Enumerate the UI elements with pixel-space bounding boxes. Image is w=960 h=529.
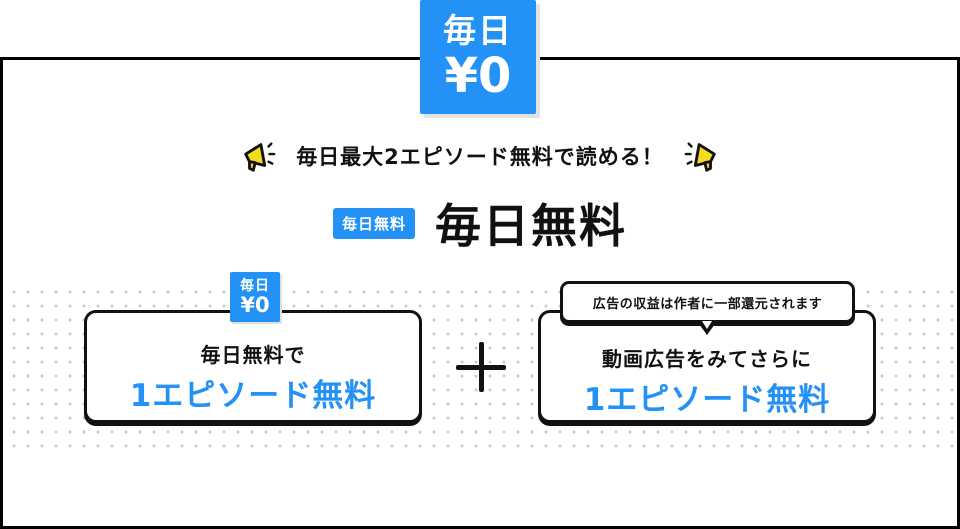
daily-free-badge: 毎日 ¥0	[420, 0, 536, 114]
speech-bubble-tail	[699, 324, 715, 335]
badge-line2: ¥0	[444, 48, 512, 104]
headline-text: 毎日最大2エピソード無料で読める！	[296, 145, 664, 169]
page-title: 毎日無料	[435, 199, 627, 253]
mini-badge-line1: 毎日	[240, 278, 270, 294]
mini-badge-line2: ¥0	[240, 293, 270, 317]
speech-bubble-tail-fill	[702, 321, 712, 329]
speech-bubble: 広告の収益は作者に一部還元されます	[560, 281, 855, 323]
card-highlight: 1エピソード無料	[129, 378, 377, 414]
daily-free-card: 毎日無料で 1エピソード無料	[84, 310, 422, 423]
daily-free-tag: 毎日無料	[332, 207, 415, 239]
headline-row: 毎日最大2エピソード無料で読める！	[0, 137, 960, 175]
badge-line1: 毎日	[443, 11, 513, 50]
video-ad-card: 動画広告をみてさらに 1エピソード無料	[538, 310, 876, 423]
megaphone-icon	[684, 142, 716, 172]
title-row: 毎日無料 毎日無料	[0, 190, 960, 256]
card-subtitle: 毎日無料で	[200, 343, 306, 367]
plus-icon	[456, 342, 506, 392]
mini-daily-free-badge: 毎日 ¥0	[230, 272, 280, 322]
card-subtitle: 動画広告をみてさらに	[602, 347, 812, 371]
card-highlight: 1エピソード無料	[583, 382, 831, 418]
megaphone-icon	[244, 142, 276, 172]
speech-bubble-text: 広告の収益は作者に一部還元されます	[592, 296, 823, 312]
